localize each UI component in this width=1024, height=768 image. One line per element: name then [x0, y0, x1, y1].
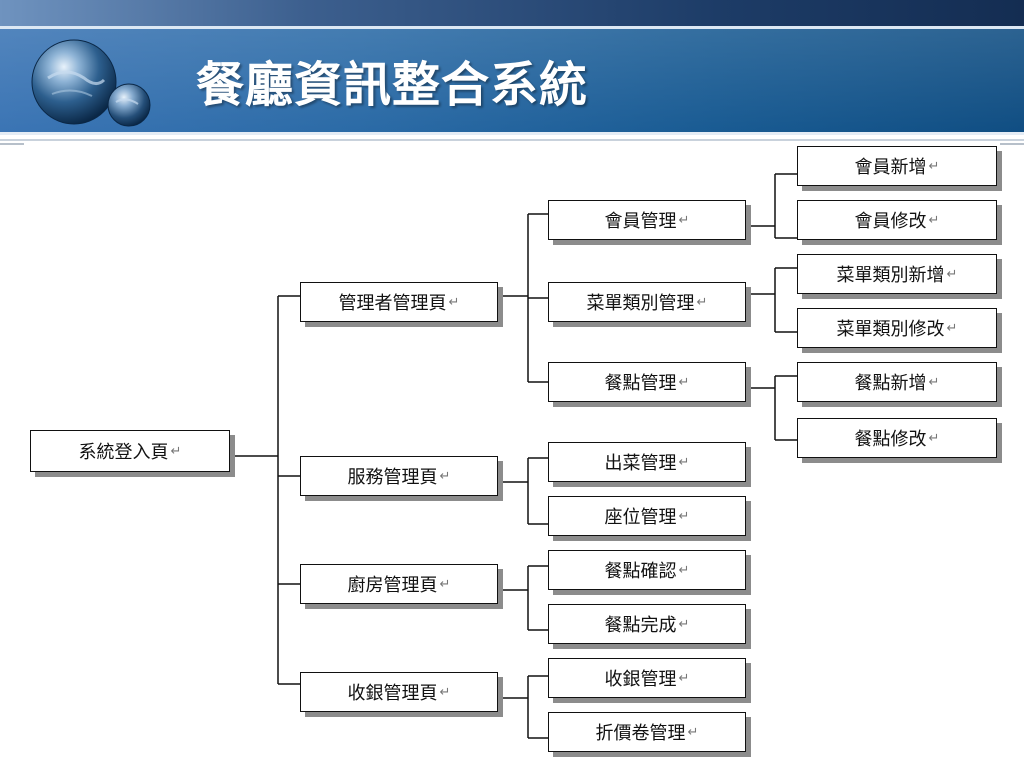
node-member-management: 會員管理↵	[548, 200, 746, 240]
node-label: 餐點修改	[854, 429, 927, 450]
return-mark: ↵	[928, 374, 940, 390]
return-mark: ↵	[678, 562, 690, 578]
header-underline-left	[0, 143, 24, 145]
node-label: 菜單類別新增	[836, 265, 945, 286]
node-order-edit: 餐點修改↵	[797, 418, 997, 458]
node-order-management: 餐點管理↵	[548, 362, 746, 402]
node-order-add: 餐點新增↵	[797, 362, 997, 402]
node-order-confirm: 餐點確認↵	[548, 550, 746, 590]
node-service-page: 服務管理頁↵	[300, 456, 498, 496]
node-admin-page: 管理者管理頁↵	[300, 282, 498, 322]
return-mark: ↵	[928, 158, 940, 174]
node-label: 管理者管理頁	[338, 293, 447, 314]
node-menu-category-add: 菜單類別新增↵	[797, 254, 997, 294]
node-label: 廚房管理頁	[347, 575, 438, 596]
header-underline-right	[1000, 143, 1024, 145]
node-serving-management: 出菜管理↵	[548, 442, 746, 482]
node-label: 會員管理	[604, 211, 677, 232]
node-label: 餐點完成	[604, 615, 677, 636]
node-label: 折價卷管理	[595, 723, 686, 744]
header-shine	[0, 29, 1024, 135]
return-mark: ↵	[928, 212, 940, 228]
globe-logo-icon	[26, 38, 156, 130]
node-label: 餐點確認	[604, 561, 677, 582]
return-mark: ↵	[678, 616, 690, 632]
node-coupon-management: 折價卷管理↵	[548, 712, 746, 752]
return-mark: ↵	[696, 294, 708, 310]
node-seating-management: 座位管理↵	[548, 496, 746, 536]
node-label: 菜單類別管理	[586, 293, 695, 314]
return-mark: ↵	[439, 468, 451, 484]
node-label: 服務管理頁	[347, 467, 438, 488]
header-top-band	[0, 0, 1024, 26]
return-mark: ↵	[170, 443, 182, 459]
node-label: 出菜管理	[604, 453, 677, 474]
node-order-complete: 餐點完成↵	[548, 604, 746, 644]
return-mark: ↵	[439, 684, 451, 700]
node-kitchen-page: 廚房管理頁↵	[300, 564, 498, 604]
node-menu-category-edit: 菜單類別修改↵	[797, 308, 997, 348]
node-member-add: 會員新增↵	[797, 146, 997, 186]
return-mark: ↵	[946, 266, 958, 282]
node-label: 收銀管理頁	[347, 683, 438, 704]
return-mark: ↵	[678, 670, 690, 686]
return-mark: ↵	[678, 212, 690, 228]
return-mark: ↵	[448, 294, 460, 310]
node-label: 系統登入頁	[78, 442, 169, 463]
node-label: 收銀管理	[604, 669, 677, 690]
node-checkout-management: 收銀管理↵	[548, 658, 746, 698]
node-login-page: 系統登入頁↵	[30, 430, 230, 472]
node-member-edit: 會員修改↵	[797, 200, 997, 240]
return-mark: ↵	[928, 430, 940, 446]
node-label: 餐點新增	[854, 373, 927, 394]
header-bottom-line	[0, 132, 1024, 135]
node-label: 會員修改	[854, 211, 927, 232]
node-menu-category-management: 菜單類別管理↵	[548, 282, 746, 322]
node-cashier-page: 收銀管理頁↵	[300, 672, 498, 712]
header-divider	[0, 26, 1024, 29]
node-label: 座位管理	[604, 507, 677, 528]
page-title: 餐廳資訊整合系統	[196, 57, 589, 113]
return-mark: ↵	[678, 374, 690, 390]
slide-header: 餐廳資訊整合系統	[0, 0, 1024, 135]
node-label: 菜單類別修改	[836, 319, 945, 340]
return-mark: ↵	[946, 320, 958, 336]
return-mark: ↵	[439, 576, 451, 592]
return-mark: ↵	[678, 454, 690, 470]
node-label: 餐點管理	[604, 373, 677, 394]
return-mark: ↵	[678, 508, 690, 524]
node-label: 會員新增	[854, 157, 927, 178]
header-underline	[0, 139, 1024, 141]
return-mark: ↵	[687, 724, 699, 740]
